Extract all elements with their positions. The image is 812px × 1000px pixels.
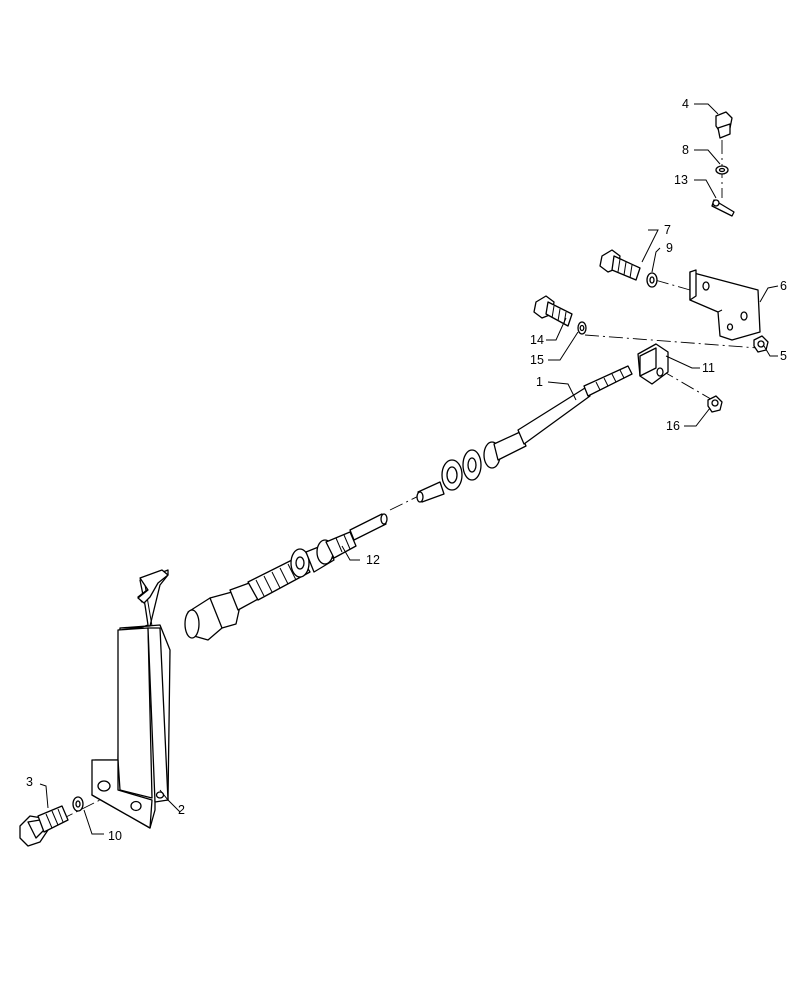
callout-2: 2	[178, 803, 185, 817]
part-3-bolt	[19, 805, 69, 847]
part-10-washer	[72, 796, 84, 812]
callout-10: 10	[108, 829, 122, 843]
part-5-nut	[753, 335, 769, 353]
callout-11: 11	[702, 361, 715, 375]
part-11-clevis	[637, 343, 669, 385]
part-6-plate	[689, 269, 761, 341]
part-9-washer	[646, 272, 658, 288]
leader-lines	[39, 103, 779, 835]
callout-9: 9	[666, 241, 673, 255]
part-4-fitting	[715, 111, 733, 139]
part-12-cable-end	[184, 513, 388, 641]
callout-8: 8	[682, 143, 689, 157]
part-7-bolt	[599, 249, 641, 281]
callout-13: 13	[674, 173, 688, 187]
callout-3: 3	[26, 775, 33, 789]
callout-4: 4	[682, 97, 689, 111]
callout-16: 16	[666, 419, 680, 433]
callout-12: 12	[366, 553, 380, 567]
part-15-washer	[577, 321, 587, 335]
part-13-pin	[711, 199, 735, 217]
callout-6: 6	[780, 279, 787, 293]
part-8-washer	[715, 165, 729, 175]
callout-7: 7	[664, 223, 671, 237]
callout-14: 14	[530, 333, 544, 347]
part-16-nut	[707, 395, 723, 413]
part-2-bracket	[91, 569, 171, 829]
callout-15: 15	[530, 353, 544, 367]
callout-labels: 1 2 3 4 5 6 7 8 9 10 11 12 13 14 15 16	[26, 97, 787, 843]
callout-1: 1	[536, 375, 543, 389]
part-1-cable	[416, 365, 633, 503]
part-14-bolt	[533, 295, 573, 327]
callout-5: 5	[780, 349, 787, 363]
